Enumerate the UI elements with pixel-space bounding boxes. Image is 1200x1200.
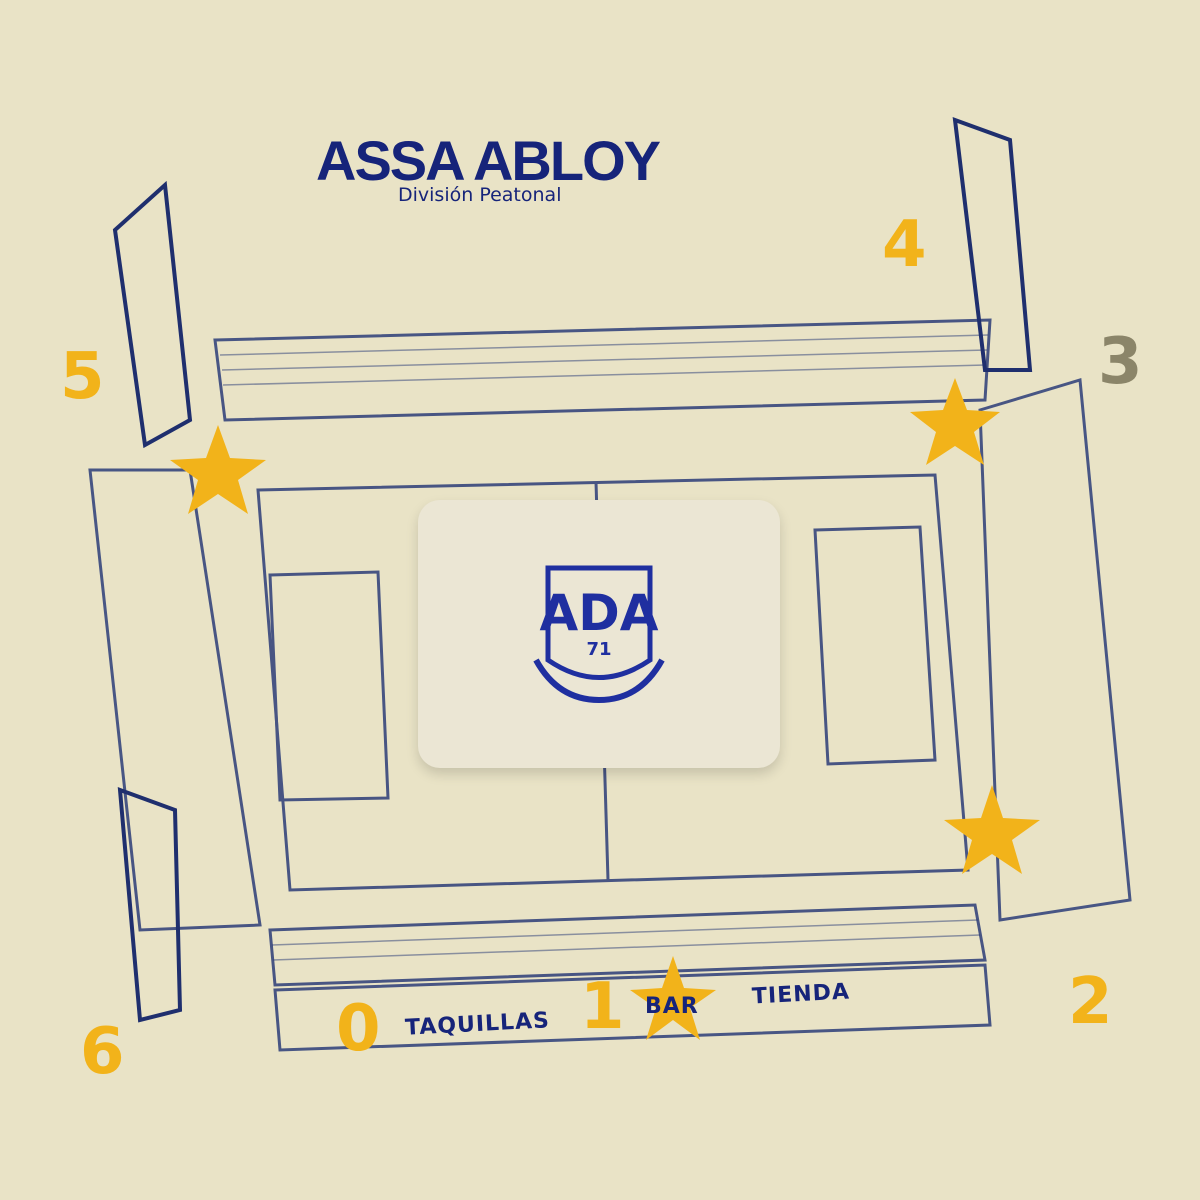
access-1[interactable]: 1 (580, 970, 625, 1044)
access-2[interactable]: 2 (1068, 965, 1113, 1039)
access-6[interactable]: 6 (80, 1015, 125, 1089)
star-icon (944, 785, 1040, 874)
star-icon (630, 956, 716, 1040)
access-3[interactable]: 3 (1098, 325, 1143, 399)
access-5[interactable]: 5 (60, 340, 105, 414)
star-icon (170, 425, 266, 514)
club-crest: ADA 71 (533, 565, 665, 704)
club-crest-card: ADA 71 (418, 500, 780, 768)
access-4[interactable]: 4 (882, 208, 927, 282)
brand-title: ASSA ABLOY (316, 129, 661, 192)
crest-number: 71 (586, 639, 611, 660)
crest-text: ADA (540, 584, 659, 642)
tienda-label: TIENDA (751, 979, 851, 1010)
access-0[interactable]: 0 (336, 992, 381, 1066)
brand-subtitle: División Peatonal (398, 184, 562, 206)
star-icon (910, 378, 1000, 465)
bar-label: BAR (645, 994, 699, 1019)
star-markers (170, 378, 1040, 1040)
